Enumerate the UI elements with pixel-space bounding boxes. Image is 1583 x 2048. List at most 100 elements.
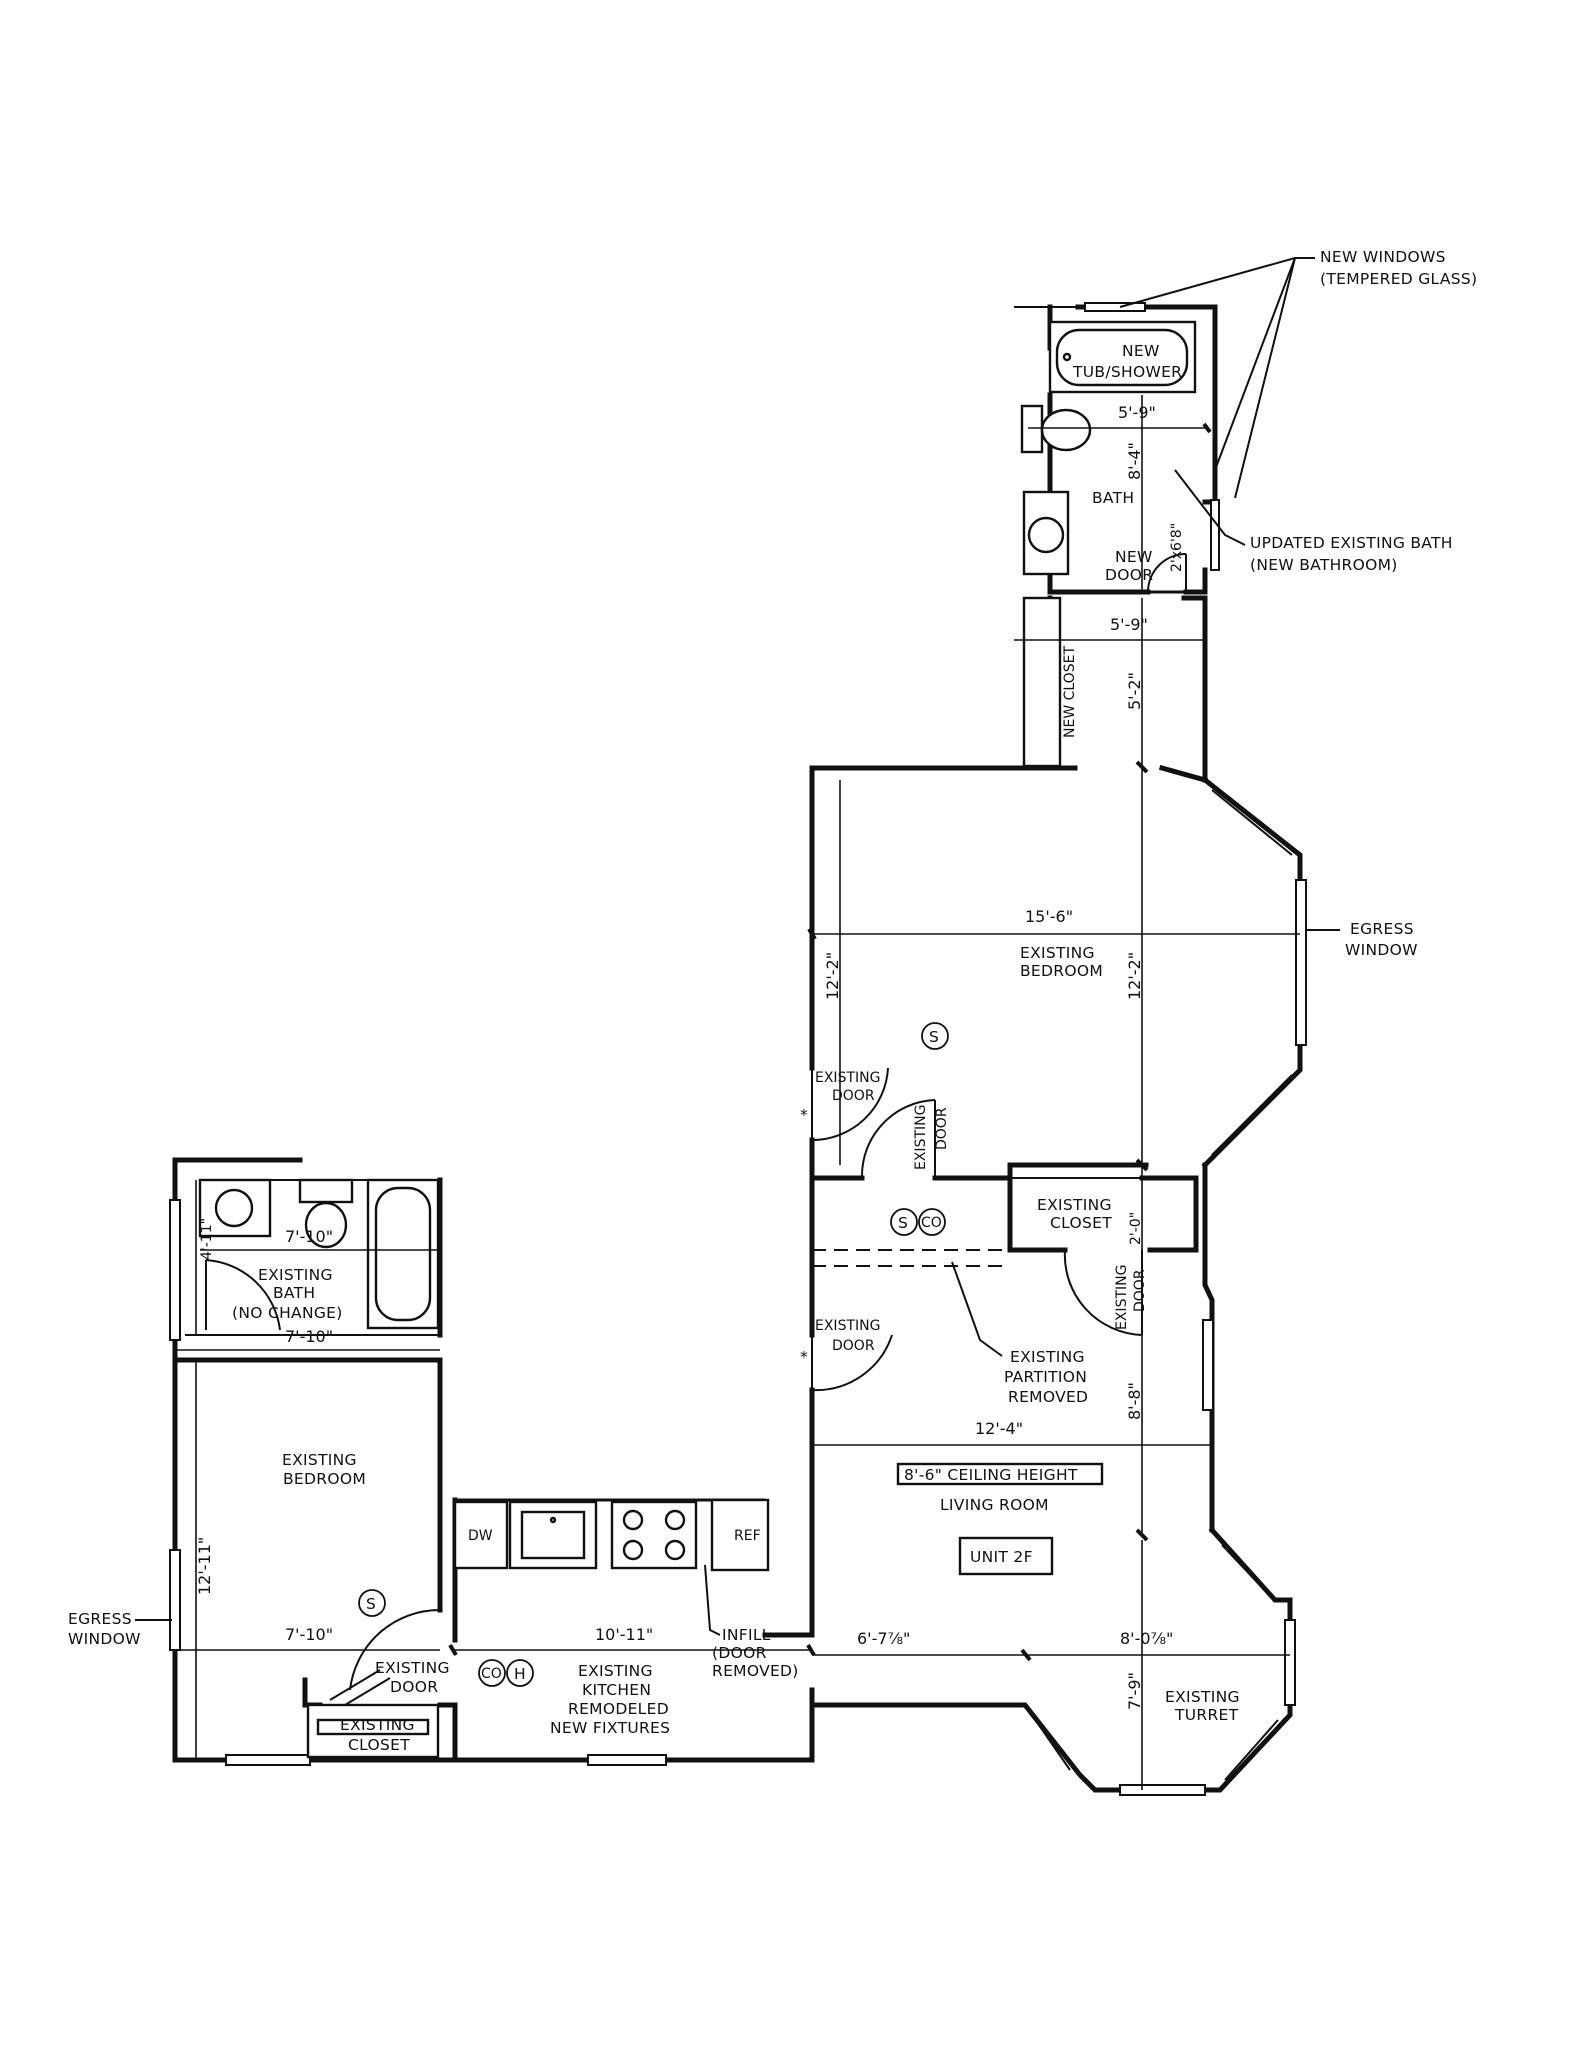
dim-living-w: 12'-4" [975,1419,1023,1438]
svg-text:(NEW BATHROOM): (NEW BATHROOM) [1250,556,1398,574]
svg-text:(NO CHANGE): (NO CHANGE) [232,1304,343,1322]
new-door: NEW DOOR 2'x6'8" [1105,523,1187,593]
co-heat-kitchen: CO H [478,1659,534,1687]
svg-text:CO: CO [481,1666,502,1682]
svg-text:BEDROOM: BEDROOM [283,1470,366,1488]
bedroom-right-label-1: EXISTING [1020,944,1095,962]
svg-text:EGRESS: EGRESS [68,1610,132,1628]
left-bedroom-walls [169,1357,458,1763]
svg-text:8'-6" CEILING HEIGHT: 8'-6" CEILING HEIGHT [904,1466,1078,1484]
unit-tag: UNIT 2F [958,1536,1054,1576]
dim-closet-w: 5'-9" [1110,615,1148,634]
new-tub-label-2: TUB/SHOWER [1072,363,1182,381]
svg-text:EXISTING: EXISTING [340,1716,415,1734]
svg-text:EXISTING: EXISTING [1010,1348,1085,1366]
svg-text:WINDOW: WINDOW [68,1630,141,1648]
dim-bed-w: 15'-6" [1025,907,1073,926]
new-toilet [1020,404,1092,454]
svg-text:DOOR: DOOR [832,1338,875,1354]
infill-callout: INFILL (DOOR REMOVED) [704,1564,799,1680]
svg-text:(TEMPERED GLASS): (TEMPERED GLASS) [1320,270,1477,288]
svg-text:NEW WINDOWS: NEW WINDOWS [1320,248,1446,266]
dim-bath-left-w: 7'-10" [285,1227,333,1246]
svg-text:S: S [898,1214,908,1232]
svg-text:PARTITION: PARTITION [1004,1368,1087,1386]
new-closet: NEW CLOSET 5'-9" 5'-2" [1014,596,1205,768]
dim-bed-left-w-bottom: 7'-10" [285,1625,333,1644]
kitchen-appliances: DW REF [453,1498,770,1572]
svg-text:KITCHEN: KITCHEN [582,1681,651,1699]
existing-door-center: EXISTING DOOR [860,1099,950,1179]
svg-text:EXISTING: EXISTING [913,1105,929,1170]
new-door-label-2: DOOR [1105,566,1153,584]
svg-text:DOOR: DOOR [1132,1269,1148,1312]
left-bath-dims: 7'-10" 4'-11" [195,1180,440,1335]
dim-bath-w: 5'-9" [1118,403,1156,422]
svg-text:EXISTING: EXISTING [1037,1196,1112,1214]
new-closet-label: NEW CLOSET [1062,646,1078,738]
dim-hall-w: 6'-7⅞" [857,1629,910,1648]
dim-bed-left-w-top: 7'-10" [285,1327,333,1346]
egress-window-left [169,1549,181,1651]
svg-text:UNIT 2F: UNIT 2F [970,1548,1033,1566]
ceiling-height-tag: 8'-6" CEILING HEIGHT [896,1462,1104,1486]
living-room-label: LIVING ROOM [940,1496,1049,1514]
svg-text:REMOVED): REMOVED) [712,1662,799,1680]
bath-dimensions: 5'-9" 8'-4" [1028,395,1212,592]
svg-text:EXISTING: EXISTING [375,1659,450,1677]
new-tub-shower: NEW TUB/SHOWER [1048,320,1197,394]
turret-walls [809,1526,1296,1796]
existing-partition-removed: EXISTING PARTITION REMOVED [812,1249,1088,1406]
svg-text:DOOR: DOOR [390,1678,438,1696]
svg-text:EXISTING: EXISTING [578,1662,653,1680]
svg-text:EXISTING: EXISTING [282,1451,357,1469]
smoke-detector-bedroom-right: S [921,1022,949,1050]
svg-text:CLOSET: CLOSET [348,1736,410,1754]
svg-text:EXISTING: EXISTING [1114,1265,1130,1330]
svg-text:H: H [514,1665,526,1683]
svg-text:EXISTING: EXISTING [815,1318,880,1334]
svg-text:NEW FIXTURES: NEW FIXTURES [550,1719,670,1737]
turret-dims: 6'-7⅞" 8'-0⅞" 7'-9" EXISTING TURRET [812,1540,1290,1790]
dim-closet-l: 5'-2" [1125,672,1144,710]
dim-bed-l-right: 12'-2" [1125,952,1144,1000]
svg-text:CO: CO [921,1215,942,1231]
svg-text:WINDOW: WINDOW [1345,941,1418,959]
left-bedroom-door: EXISTING DOOR [329,1608,450,1709]
smoke-detector-bedroom-left: S [358,1589,386,1617]
right-bedroom-dims: 15'-6" 12'-2" 12'-2" [807,760,1300,1178]
dim-bath-left-l: 4'-11" [199,1218,215,1260]
new-windows-callout: NEW WINDOWS (TEMPERED GLASS) [1119,248,1477,499]
svg-text:DOOR: DOOR [934,1107,950,1150]
bath-label: BATH [1092,489,1134,507]
egress-left-callout: EGRESS WINDOW [68,1610,172,1648]
svg-text:*: * [800,1348,808,1366]
egress-window-right [1295,879,1307,1046]
egress-right-callout: EGRESS WINDOW [1306,920,1418,959]
svg-text:UPDATED EXISTING BATH: UPDATED EXISTING BATH [1250,534,1453,552]
dim-bed-l-left: 12'-2" [823,952,842,1000]
dim-bed-left-l: 12'-11" [195,1537,214,1595]
svg-text:S: S [929,1028,939,1046]
svg-text:S: S [366,1595,376,1613]
svg-text:EXISTING: EXISTING [815,1070,880,1086]
dim-kitchen-w: 10'-11" [595,1625,653,1644]
svg-text:EXISTING: EXISTING [258,1266,333,1284]
svg-text:DOOR: DOOR [832,1088,875,1104]
dim-bath-l: 8'-4" [1125,442,1144,480]
living-dims: 12'-4" 8'-8" [812,1250,1212,1542]
hall-walls [809,1162,1215,1623]
dim-turret-l: 7'-9" [1125,1672,1144,1710]
svg-text:EXISTING: EXISTING [1165,1688,1240,1706]
left-bath-door [205,1259,281,1331]
kitchen-dim: 10'-11" [448,1625,816,1657]
svg-text:REMOVED: REMOVED [1008,1388,1088,1406]
left-bedroom-dims: 7'-10" 7'-10" 12'-11" [175,1327,440,1760]
dim-closet-small: 2'-0" [1128,1212,1144,1245]
updated-bath-callout: UPDATED EXISTING BATH (NEW BATHROOM) [1174,469,1453,574]
existing-door-lower-left: EXISTING DOOR * [800,1318,893,1392]
smoke-co-hall: S CO [890,1208,946,1236]
existing-door-closet: EXISTING DOOR [1063,1249,1148,1336]
